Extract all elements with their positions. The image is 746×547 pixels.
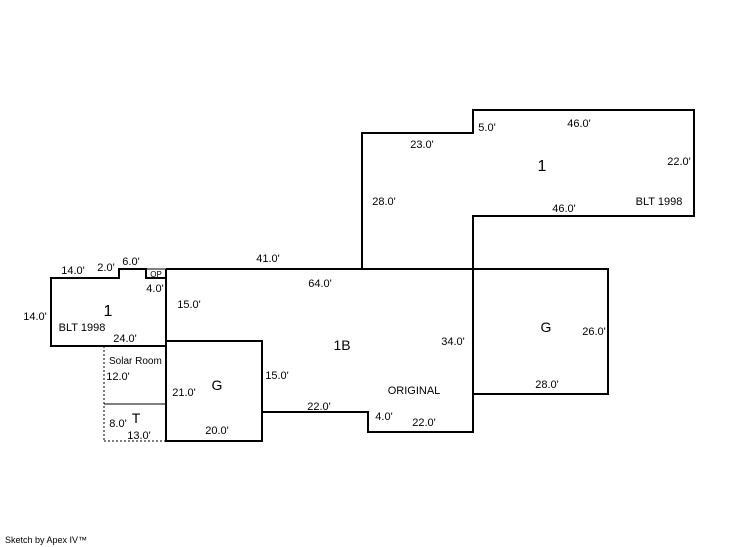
- dim-label: 13.0': [127, 430, 151, 442]
- dim-label: 23.0': [410, 139, 434, 151]
- dim-label: 22.0': [307, 401, 331, 413]
- dim-label: 34.0': [441, 336, 465, 348]
- area-note-upper-right: BLT 1998: [636, 196, 683, 208]
- area-note-main: ORIGINAL: [388, 385, 441, 397]
- sketch-credit: Sketch by Apex IV™: [5, 535, 87, 545]
- main-section-outline: [166, 268, 609, 433]
- dim-label: 15.0': [177, 299, 201, 311]
- dim-label: 64.0': [308, 278, 332, 290]
- dim-label: 28.0': [372, 196, 396, 208]
- area-code-right-garage: G: [541, 319, 552, 335]
- dim-label: 21.0': [172, 387, 196, 399]
- dim-label: 24.0': [113, 333, 137, 345]
- dim-label: 46.0': [567, 118, 591, 130]
- area-code-terrace: T: [132, 410, 141, 426]
- dim-label: 14.0': [61, 265, 85, 277]
- dim-label: 12.0': [106, 371, 130, 383]
- dim-label: 4.0': [375, 411, 392, 423]
- area-code-main: 1B: [333, 337, 350, 353]
- dim-label: 20.0': [205, 425, 229, 437]
- upper-right-section-outline: [361, 109, 695, 269]
- area-code-left-garage: G: [212, 377, 223, 393]
- dim-label: 8.0': [109, 418, 126, 430]
- area-code-upper-right: 1: [538, 158, 547, 175]
- dim-label: 46.0': [552, 203, 576, 215]
- area-code-op: OP: [150, 270, 162, 279]
- dim-label: 6.0': [122, 256, 139, 268]
- area-note-left-addition: BLT 1998: [59, 322, 106, 334]
- dim-label: 28.0': [535, 379, 559, 391]
- dim-label: 4.0': [146, 283, 163, 295]
- dim-label: 22.0': [412, 417, 436, 429]
- solar-room-label: Solar Room: [109, 356, 162, 367]
- area-code-left-addition: 1: [104, 303, 113, 320]
- dim-label: 41.0': [256, 253, 280, 265]
- dim-label: 22.0': [667, 156, 691, 168]
- dim-label: 15.0': [265, 370, 289, 382]
- left-garage-outline: [165, 269, 263, 442]
- op-box: [145, 268, 167, 279]
- dim-label: 14.0': [23, 311, 47, 323]
- dim-label: 26.0': [582, 326, 606, 338]
- dim-label: 5.0': [478, 122, 495, 134]
- dim-label: 2.0': [97, 262, 114, 274]
